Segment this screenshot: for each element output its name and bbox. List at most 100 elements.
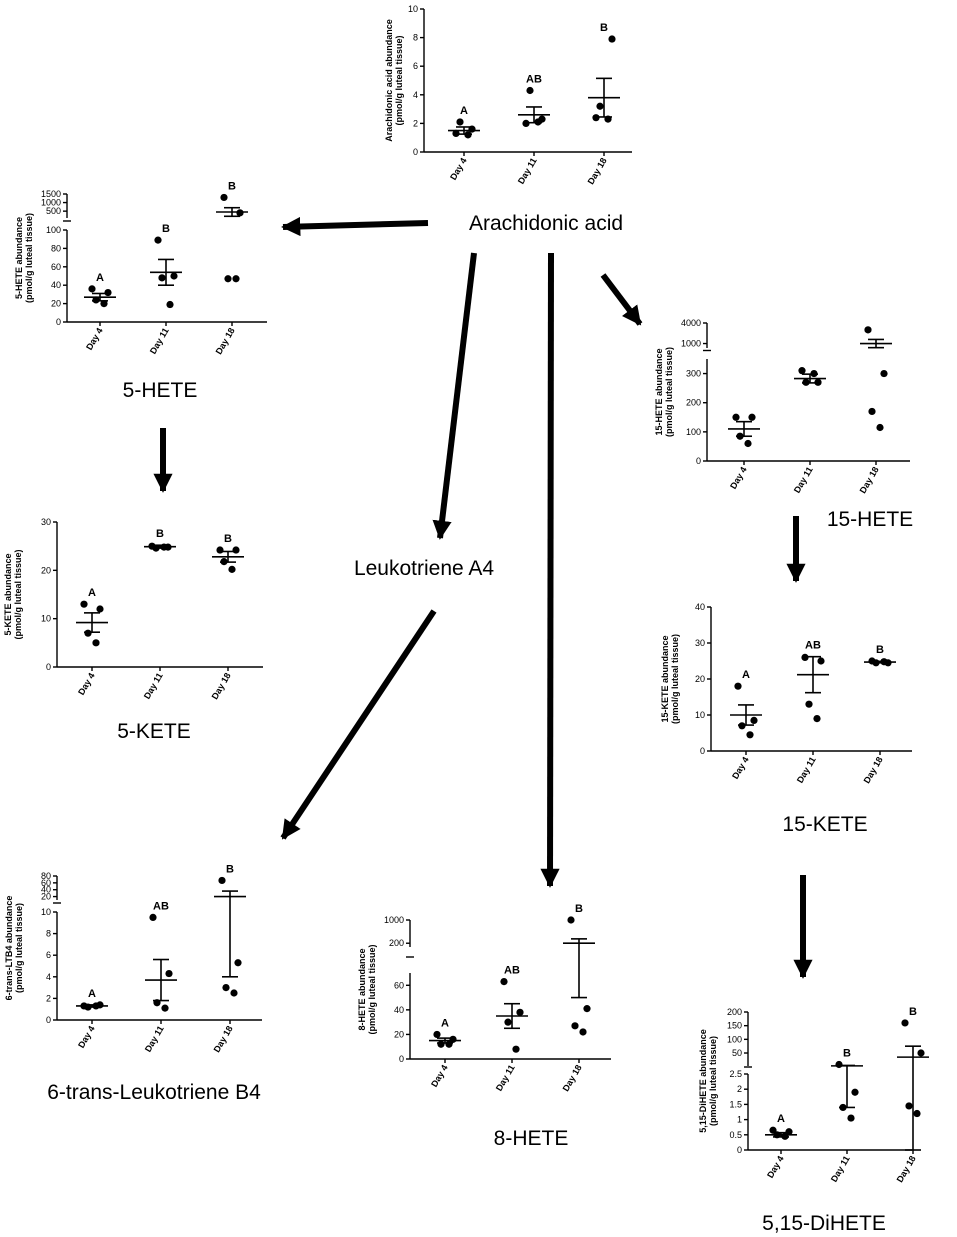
y-tick-label: 1.5 (729, 1099, 742, 1109)
y-axis-label: 5-HETE abundance (14, 217, 24, 299)
x-tick-label: Day 18 (895, 1154, 918, 1184)
group-label: B (156, 528, 164, 540)
data-point (80, 600, 88, 608)
y-tick-label: 2.5 (729, 1069, 742, 1079)
y-tick-label: 0 (737, 1145, 742, 1155)
data-point (433, 1030, 441, 1039)
group-label: A (88, 988, 96, 1000)
data-point (567, 916, 575, 924)
data-point (230, 989, 238, 997)
data-point (746, 731, 754, 739)
group-label: AB (504, 965, 520, 977)
data-point (100, 300, 108, 308)
y-tick-label: 4 (413, 90, 418, 100)
y-axis (707, 606, 912, 752)
y-tick-label: 40 (695, 602, 705, 612)
data-point (579, 1028, 587, 1036)
group-label: A (96, 272, 104, 284)
y-tick-label: 100 (46, 225, 61, 235)
arrow-aa-to-15-hete (600, 273, 643, 326)
data-point (218, 876, 226, 885)
group-label: A (460, 105, 468, 117)
data-point (158, 274, 166, 282)
y-tick-label: 8 (413, 33, 418, 43)
data-point (228, 565, 236, 573)
y-tick-label: 4 (46, 972, 51, 982)
data-point (798, 367, 806, 375)
data-point (437, 1040, 445, 1048)
group-label: B (162, 223, 170, 235)
group-label: B (224, 533, 232, 545)
arrow-aa-to-lta4 (432, 252, 477, 540)
group-label: A (777, 1113, 785, 1125)
x-tick-label: Day 4 (448, 156, 469, 182)
data-point (166, 300, 174, 309)
y-tick-label: 6 (46, 950, 51, 960)
y-tick-label: 0 (56, 317, 61, 327)
data-point (516, 1008, 524, 1016)
data-point (917, 1049, 925, 1057)
data-point (851, 1088, 859, 1096)
x-tick-label: Day 11 (143, 1024, 166, 1054)
data-point (744, 439, 752, 448)
y-tick-label: 100 (727, 1034, 742, 1044)
y-axis-label: Arachidonic acid abundance (384, 19, 394, 142)
node-6-trans-leukotriene-b4: 6-trans-Leukotriene B4 (47, 1081, 261, 1104)
data-point (96, 605, 104, 613)
y-tick-label: 2 (46, 993, 51, 1003)
y-tick-label: 0 (46, 1015, 51, 1025)
arrow-aa-to-8-hete (540, 252, 560, 888)
x-tick-label: Day 18 (862, 755, 885, 785)
y-tick-label: 40 (41, 885, 51, 895)
y-axis-label: 15-HETE abundance (654, 348, 664, 435)
data-point (216, 546, 224, 554)
y-tick-label: 1000 (41, 198, 61, 208)
y-tick-label: 0 (399, 1054, 404, 1064)
group-label: A (441, 1017, 449, 1029)
x-tick-label: Day 4 (728, 465, 749, 491)
group-label: B (876, 644, 884, 656)
y-tick-label: 20 (695, 674, 705, 684)
y-axis-label: (pmol/g luteal tissue) (24, 213, 34, 303)
y-axis-label: (pmol/g luteal tissue) (13, 549, 23, 639)
x-tick-label: Day 11 (795, 755, 818, 785)
y-axis-label: (pmol/g luteal tissue) (14, 903, 24, 993)
data-point (170, 272, 178, 280)
group-label: AB (526, 74, 542, 86)
arrow-aa-to-5-hete (281, 216, 429, 237)
data-point (512, 1045, 520, 1053)
data-point (817, 657, 825, 665)
y-tick-label: 60 (394, 980, 404, 990)
data-point (813, 715, 821, 723)
y-tick-label: 50 (732, 1048, 742, 1058)
data-point (232, 546, 240, 554)
y-tick-label: 20 (41, 892, 51, 902)
y-tick-label: 30 (695, 638, 705, 648)
data-point (154, 236, 162, 244)
data-point (526, 86, 534, 95)
x-tick-label: Day 18 (212, 1024, 235, 1054)
y-axis-label: 8-HETE abundance (357, 948, 367, 1030)
pathway-arrows (153, 216, 813, 979)
y-tick-label: 10 (41, 907, 51, 917)
y-tick-label: 1000 (384, 915, 404, 925)
x-tick-label: Day 4 (76, 671, 97, 697)
y-tick-label: 100 (686, 427, 701, 437)
data-point (456, 118, 464, 126)
data-point (500, 978, 508, 986)
x-tick-label: Day 4 (429, 1063, 450, 1089)
data-point (864, 326, 872, 334)
y-axis-label: (pmol/g luteal tissue) (394, 35, 404, 125)
data-point (88, 285, 96, 293)
y-tick-label: 0.5 (729, 1130, 742, 1140)
x-tick-label: Day 18 (858, 465, 881, 495)
y-axis (420, 8, 632, 153)
group-label: A (742, 669, 750, 681)
data-point (868, 407, 876, 416)
x-tick-label: Day 4 (765, 1154, 786, 1180)
y-tick-label: 80 (41, 871, 51, 881)
